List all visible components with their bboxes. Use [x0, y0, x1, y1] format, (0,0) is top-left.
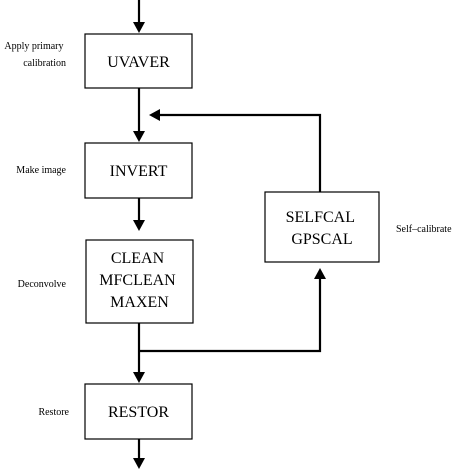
step-text: RESTOR — [108, 404, 169, 421]
step-box — [264, 191, 380, 263]
step-line: MFCLEAN — [99, 272, 176, 289]
arrowhead-into-clean — [133, 220, 145, 231]
step-clean: CLEAN MFCLEAN MAXEN — [85, 239, 194, 324]
step-line: SELFCAL — [286, 209, 355, 226]
step-text: SELFCAL GPSCAL — [286, 209, 359, 248]
step-line: INVERT — [110, 163, 168, 180]
label-line: Restore — [38, 407, 69, 418]
arrowhead-entry — [133, 22, 145, 33]
step-uvaver: UVAVER — [84, 33, 193, 89]
step-text: CLEAN MFCLEAN MAXEN — [99, 250, 179, 311]
step-restor: RESTOR — [84, 383, 193, 440]
step-box — [84, 33, 193, 89]
step-box — [84, 383, 193, 440]
edge-selfcal-feedback — [158, 113, 322, 192]
step-line: GPSCAL — [291, 231, 352, 248]
edges — [133, 0, 326, 469]
arrowhead-into-invert — [133, 131, 145, 142]
arrowhead-into-restor — [133, 372, 145, 383]
step-line: RESTOR — [108, 404, 169, 421]
arrowhead-feedback — [149, 109, 160, 121]
label-selfcal: Self–calibrate — [396, 224, 452, 235]
step-line: CLEAN — [111, 250, 165, 267]
label-restor: Restore — [38, 407, 69, 418]
label-line: Self–calibrate — [396, 224, 452, 235]
label-line: Deconvolve — [18, 279, 67, 290]
label-uvaver: Apply primary calibration — [4, 41, 66, 69]
arrowhead-exit — [133, 458, 145, 469]
label-clean: Deconvolve — [18, 279, 67, 290]
step-box — [85, 239, 194, 324]
step-invert: INVERT — [84, 142, 193, 199]
label-line: Make image — [16, 165, 66, 176]
step-box — [84, 142, 193, 199]
step-text: UVAVER — [107, 54, 170, 71]
label-line: Apply primary — [4, 41, 63, 52]
label-line: calibration — [23, 58, 66, 69]
step-line: UVAVER — [107, 54, 170, 71]
arrowhead-into-selfcal — [314, 268, 326, 279]
edge-branch-to-selfcal — [139, 277, 322, 353]
label-invert: Make image — [16, 165, 66, 176]
step-line: MAXEN — [110, 294, 169, 311]
step-selfcal: SELFCAL GPSCAL — [264, 191, 380, 263]
step-text: INVERT — [110, 163, 168, 180]
